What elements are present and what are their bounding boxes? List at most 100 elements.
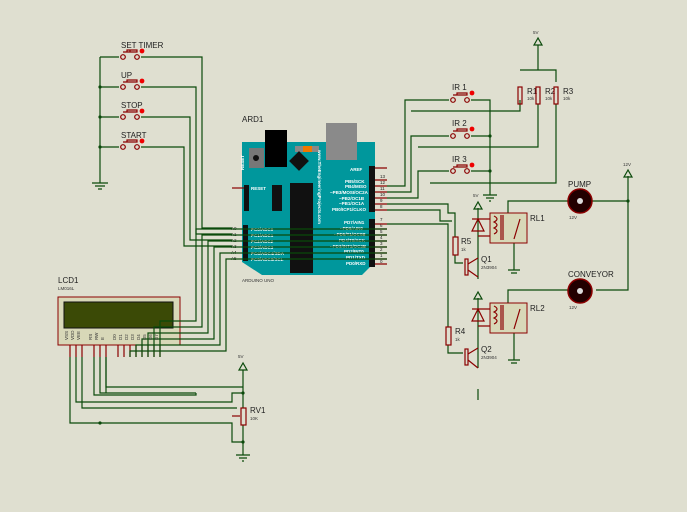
reset-label: RESET: [240, 155, 245, 170]
aref-label: AREF: [350, 167, 363, 172]
arduino-digital_hi_pins-0-label: 13: [380, 174, 386, 179]
arduino-digital_lo_pins-4-label: 3: [380, 241, 383, 246]
ir-sensor-2[interactable]: IR 2: [450, 119, 475, 139]
lcd-pins-9-label: D3: [130, 334, 135, 340]
motor-pump[interactable]: PUMP 12V: [567, 180, 593, 220]
resistors-r4_val-label: 1k: [455, 337, 461, 342]
ir-sensor-3[interactable]: IR 3: [450, 155, 475, 174]
lcd-pins-13-label: D7: [154, 334, 159, 340]
resistors-r2_val-label: 10k: [545, 96, 553, 101]
lcd-pins-0-label: VSS: [64, 331, 69, 340]
transistors-model-label: 2N3904: [481, 265, 497, 270]
lcd-pin-labels: VSS VDD VEE RS RW E D0 D1 D2 D3 D4 D5 D6…: [64, 330, 159, 340]
potentiometer-rv1[interactable]: RV1 10K: [232, 406, 266, 426]
pot-ref-label: RV1: [250, 406, 266, 415]
button-rail: [92, 57, 108, 190]
arduino-digital_lo_labels-5-label: PD2/INT0: [344, 249, 364, 254]
relays-rl2-label: RL2: [530, 304, 545, 313]
lcd-pins-2-label: VEE: [76, 331, 81, 340]
arduino-digital_hi_labels-3-label: ~PB2/OC1B: [339, 196, 365, 201]
resistors-r2-label: R2: [545, 87, 556, 96]
power-jack: [265, 130, 287, 167]
lcd-pins-7-label: D1: [118, 334, 123, 340]
power-v5-label: 5V: [238, 354, 244, 359]
arduino-digital_lo_labels-6-label: PD1/TXD: [346, 255, 366, 260]
arduino-digital_hi_pins-4-label: 9: [380, 198, 383, 203]
lcd-pins-10-label: D4: [136, 334, 141, 340]
transistors-q2-label: Q2: [481, 345, 492, 354]
atmega-chip: [290, 183, 313, 273]
lcd-pins-8-label: D2: [124, 334, 129, 340]
lcd-pins-4-label: RW: [94, 332, 99, 340]
arduino-digital_hi_labels-0-label: PB5/SCK: [345, 179, 365, 184]
sensors-ir2-label: IR 2: [452, 119, 467, 128]
power-v12-label: 12V: [623, 162, 631, 167]
reset-pin-label: RESET: [251, 186, 266, 191]
motor-conveyor[interactable]: CONVEYOR 12V: [567, 270, 614, 310]
lcd-pins-6-label: D0: [112, 334, 117, 340]
arduino-ref: ARD1: [242, 115, 264, 124]
relays-rl1-label: RL1: [530, 214, 545, 223]
resistors-r4-label: R4: [455, 327, 466, 336]
arduino-digital_lo_labels-0-label: PD7/AIN1: [344, 220, 365, 225]
button-start[interactable]: START: [100, 131, 232, 247]
button-label: STOP: [121, 101, 143, 110]
button-set-timer[interactable]: SET TIMER: [100, 41, 232, 229]
lcd-pins-5-label: E: [100, 337, 105, 340]
transistors-model-label: 2N3904: [481, 355, 497, 360]
transistors-q1-label: Q1: [481, 255, 492, 264]
resistors-r3-label: R3: [563, 87, 574, 96]
arduino-digital_lo_pins-2-label: 5: [380, 229, 383, 234]
relay-rl1[interactable]: RL1: [489, 212, 545, 244]
motors-conveyor-label: CONVEYOR: [568, 270, 614, 279]
arduino-digital_hi_pins-2-label: 11: [380, 186, 385, 191]
arduino-digital_hi_labels-1-label: PB4/MISO: [345, 184, 367, 189]
pot-value-label: 10K: [250, 416, 258, 421]
arduino-digital_lo_pins-3-label: 4: [380, 235, 383, 240]
button-label: SET TIMER: [121, 41, 164, 50]
resistors-r5_val-label: 1k: [461, 247, 467, 252]
arduino-uno[interactable]: ARD1 www.TheEngineeringProjects.com RESE…: [231, 115, 387, 283]
button-up[interactable]: UP: [100, 71, 232, 235]
arduino-digital_lo_pins-6-label: 1: [380, 253, 383, 258]
lcd-pins-3-label: RS: [88, 334, 93, 340]
sensors-ir3-label: IR 3: [452, 155, 467, 164]
arduino-digital_hi_labels-4-label: ~PB1/OC1A: [339, 201, 365, 206]
ir-sensor-wiring: 5V: [387, 30, 557, 327]
arduino-digital_hi_labels-2-label: ~PB3/MOSI/OC2A: [330, 190, 369, 195]
arduino-digital_hi_pins-5-label: 8: [380, 204, 383, 209]
power-v5-label: 5V: [473, 193, 479, 198]
button-label: UP: [121, 71, 132, 80]
button-stop[interactable]: STOP: [100, 101, 232, 241]
arduino-digital_lo_pins-1-label: 6: [380, 223, 383, 228]
relay-driver-wiring: 12V 5V: [447, 162, 634, 400]
arduino-digital_lo_labels-7-label: PD0/RXD: [346, 261, 366, 266]
relay-rl2[interactable]: RL2: [489, 302, 545, 334]
lcd-pins-12-label: D6: [148, 334, 153, 340]
lcd-pins-11-label: D5: [142, 334, 147, 340]
lcd-model-label: LM016L: [58, 286, 75, 291]
motors-voltage-label: 12V: [569, 305, 577, 310]
arduino-digital_lo_pins-0-label: 7: [380, 217, 383, 222]
ir-sensor-1[interactable]: IR 1: [450, 83, 475, 103]
lcd-ref-label: LCD1: [58, 276, 79, 285]
resistors-r1-label: R1: [527, 87, 538, 96]
motors-voltage-label: 12V: [569, 215, 577, 220]
arduino-digital_hi_pins-3-label: 10: [380, 192, 386, 197]
arduino-digital_hi_labels-5-label: PB0/ICP1/CLKO: [332, 207, 367, 212]
resistors-r5-label: R5: [461, 237, 472, 246]
button-label: START: [121, 131, 147, 140]
lcd-wiring: 5V: [69, 228, 387, 462]
motors-pump-label: PUMP: [568, 180, 591, 189]
lcd-screen: [63, 301, 174, 329]
arduino-digital_hi_pins-1-label: 12: [380, 180, 386, 185]
lcd-pins-1-label: VDD: [70, 330, 75, 340]
